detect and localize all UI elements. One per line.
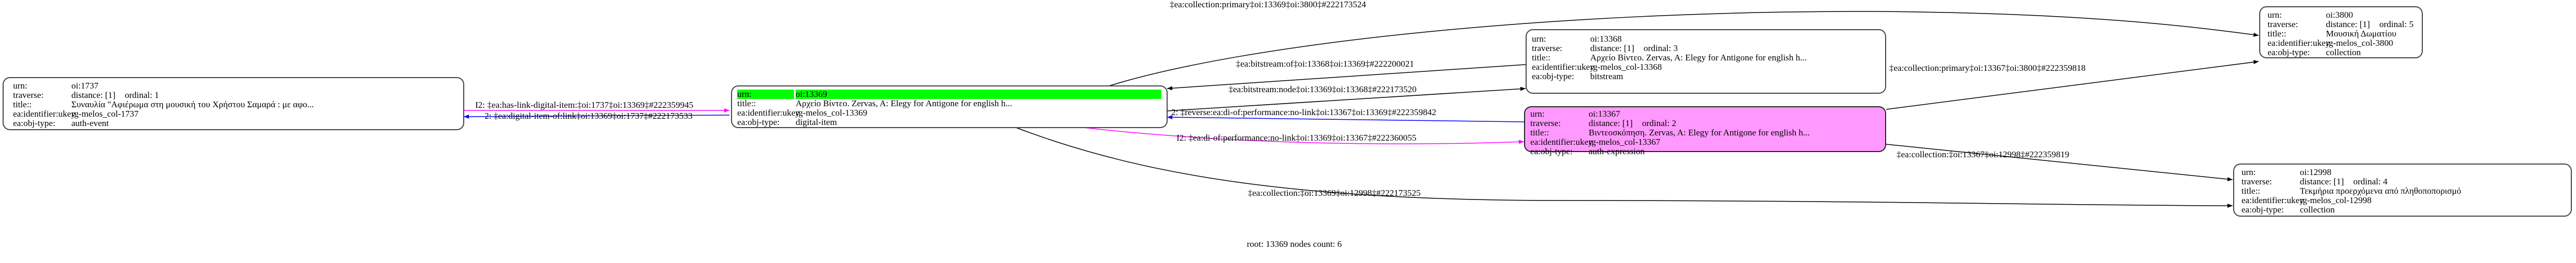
ordinal-value: ordinal: 5 <box>2379 19 2414 29</box>
field-label: ea:identifier:ukey <box>2268 38 2330 48</box>
field-label: ea:obj-type: <box>1530 146 1573 156</box>
edge-13369-13367 <box>1083 127 1525 145</box>
field-label: ea:obj-type: <box>1532 71 1575 81</box>
edge-13369-3800 <box>1107 11 2259 87</box>
type-value: bitstream <box>1590 71 1624 81</box>
urn-value: oi:12998 <box>2300 167 2332 177</box>
edge-13369-1737 <box>463 114 730 119</box>
urn-value: oi:13367 <box>1589 109 1620 119</box>
title-value: Αρχείο Βίντεο. Zervas, A: Elegy for Anti… <box>1590 53 1807 62</box>
type-value: digital-item <box>796 117 837 127</box>
graph-footer: root: 13369 nodes count: 6 <box>1247 239 1342 249</box>
distance-value: distance: [1] <box>2300 177 2344 186</box>
field-label: ea:identifier:ukey <box>13 109 76 119</box>
edge-label: ‡ea:bitstream:node‡oi:13369‡oi:13368‡#22… <box>1229 84 1417 94</box>
field-label: urn: <box>13 81 28 91</box>
type-value: auth-event <box>71 118 109 128</box>
ukey-value: rg-melos_col-13369 <box>796 108 868 118</box>
field-label: urn: <box>1530 109 1545 119</box>
field-label: traverse: <box>1530 118 1561 128</box>
edge-13367-13369 <box>1167 115 1525 122</box>
ukey-value: rg-melos_col-1737 <box>71 109 139 119</box>
field-label: urn: <box>2268 10 2282 20</box>
edge-13369-13368 <box>1167 86 1526 111</box>
field-label: ea:obj-type: <box>13 118 56 128</box>
distance-value: distance: [1] <box>1590 43 1634 53</box>
node-1737[interactable]: urn: oi:1737 traverse: distance: [1] ordina… <box>3 77 464 130</box>
edge-label: I2: ‡ea:has-link-digital-item:‡oi:1737‡o… <box>475 100 693 110</box>
edge-label: ‡ea:collection:‡oi:13367‡oi:12998‡#22235… <box>1897 149 2070 159</box>
title-value: Τεκμήρια προερχόμενα από πληθοποπορισμό <box>2300 186 2461 196</box>
field-label: ea:identifier:ukey <box>1530 137 1593 147</box>
node-12998[interactable]: urn: oi:12998 traverse: distance: [1] ordin… <box>2233 164 2572 217</box>
field-label: ea:obj-type: <box>2268 47 2310 57</box>
edge-label: ‡ea:collection:primary‡oi:13369‡oi:3800‡… <box>1170 0 1366 9</box>
field-label: title:: <box>2241 186 2260 196</box>
ukey-value: rg-melos_col-3800 <box>2326 38 2394 48</box>
ukey-value: rg-melos_col-13368 <box>1590 62 1662 72</box>
field-label: title:: <box>2268 29 2286 39</box>
urn-value: oi:1737 <box>71 81 98 91</box>
field-label: ea:identifier:ukey <box>737 108 800 118</box>
urn-value: oi:13369 <box>796 90 1161 99</box>
field-label: urn: <box>1532 34 1546 44</box>
field-label: urn: <box>2241 167 2256 177</box>
field-label: title:: <box>1530 128 1549 137</box>
field-label: title:: <box>1532 53 1551 62</box>
title-value: Βιντεοσκόπηση. Zervas, A: Elegy for Anti… <box>1589 128 1810 137</box>
ordinal-value: ordinal: 2 <box>1642 118 1677 128</box>
field-label: urn: <box>737 90 794 99</box>
urn-value: oi:13368 <box>1590 34 1622 44</box>
title-value: Αρχείο Βίντεο. Zervas, A: Elegy for Anti… <box>796 98 1012 108</box>
edge-13367-12998 <box>1886 144 2233 181</box>
edge-label: I2: ‡ea:di-of:performance:no-link‡oi:133… <box>1176 133 1417 143</box>
field-label: traverse: <box>1532 43 1563 53</box>
ukey-value: rg-melos_col-12998 <box>2300 195 2372 205</box>
node-13367[interactable]: urn: oi:13367 traverse: distance: [1] ordin… <box>1524 106 1886 156</box>
field-label: ea:identifier:ukey <box>1532 62 1594 72</box>
node-13369-root[interactable]: urn:oi:13369 title::Αρχείο Βίντεο. Zerva… <box>731 85 1168 128</box>
field-label: ea:identifier:ukey <box>2241 195 2304 205</box>
edge-label: ‡ea:collection:‡oi:13369‡oi:12998‡#22217… <box>1248 188 1421 198</box>
edge-13368-13369 <box>1167 64 1526 91</box>
title-value: Μουσική Δωματίου <box>2326 29 2397 39</box>
field-label: traverse: <box>13 90 44 100</box>
edge-label: ‡ea:bitstream:of‡oi:13368‡oi:13369‡#2222… <box>1236 59 1414 69</box>
field-label: ea:obj-type: <box>2241 205 2284 215</box>
edge-label: ‡ea:collection:primary‡oi:13367‡oi:3800‡… <box>1889 63 2086 73</box>
node-13368[interactable]: urn: oi:13368 traverse: distance: [1] ordin… <box>1526 29 1886 94</box>
ordinal-value: ordinal: 3 <box>1643 43 1678 53</box>
type-value: collection <box>2300 205 2335 215</box>
distance-value: distance: [1] <box>1589 118 1633 128</box>
ordinal-value: ordinal: 4 <box>2353 177 2388 186</box>
field-label: title:: <box>13 99 32 109</box>
edge-13367-3800 <box>1886 60 2259 110</box>
edge-13369-12998 <box>1015 127 2233 208</box>
urn-value: oi:3800 <box>2326 10 2353 20</box>
distance-value: distance: [1] <box>2326 19 2370 29</box>
type-value: auth-expression <box>1589 146 1645 156</box>
field-label: ea:obj-type: <box>737 117 780 127</box>
edge-label: 2: ‡reverse:ea:di-of:performance:no-link… <box>1171 107 1436 117</box>
ukey-value: rg-melos_col-13367 <box>1589 137 1661 147</box>
field-label: traverse: <box>2241 177 2272 186</box>
ordinal-value: ordinal: 1 <box>125 90 159 100</box>
node-3800[interactable]: urn: oi:3800 traverse: distance: [1] ordina… <box>2259 6 2423 58</box>
type-value: collection <box>2326 47 2361 57</box>
field-label: traverse: <box>2268 19 2298 29</box>
title-value: Συναυλία "Αφιέρωμα στη μουσική του Χρήστ… <box>71 99 314 109</box>
field-label: title:: <box>737 98 756 108</box>
edge-label: 2: ‡ea:digital-item-of:link‡oi:13369‡oi:… <box>485 111 692 121</box>
distance-value: distance: [1] <box>71 90 116 100</box>
